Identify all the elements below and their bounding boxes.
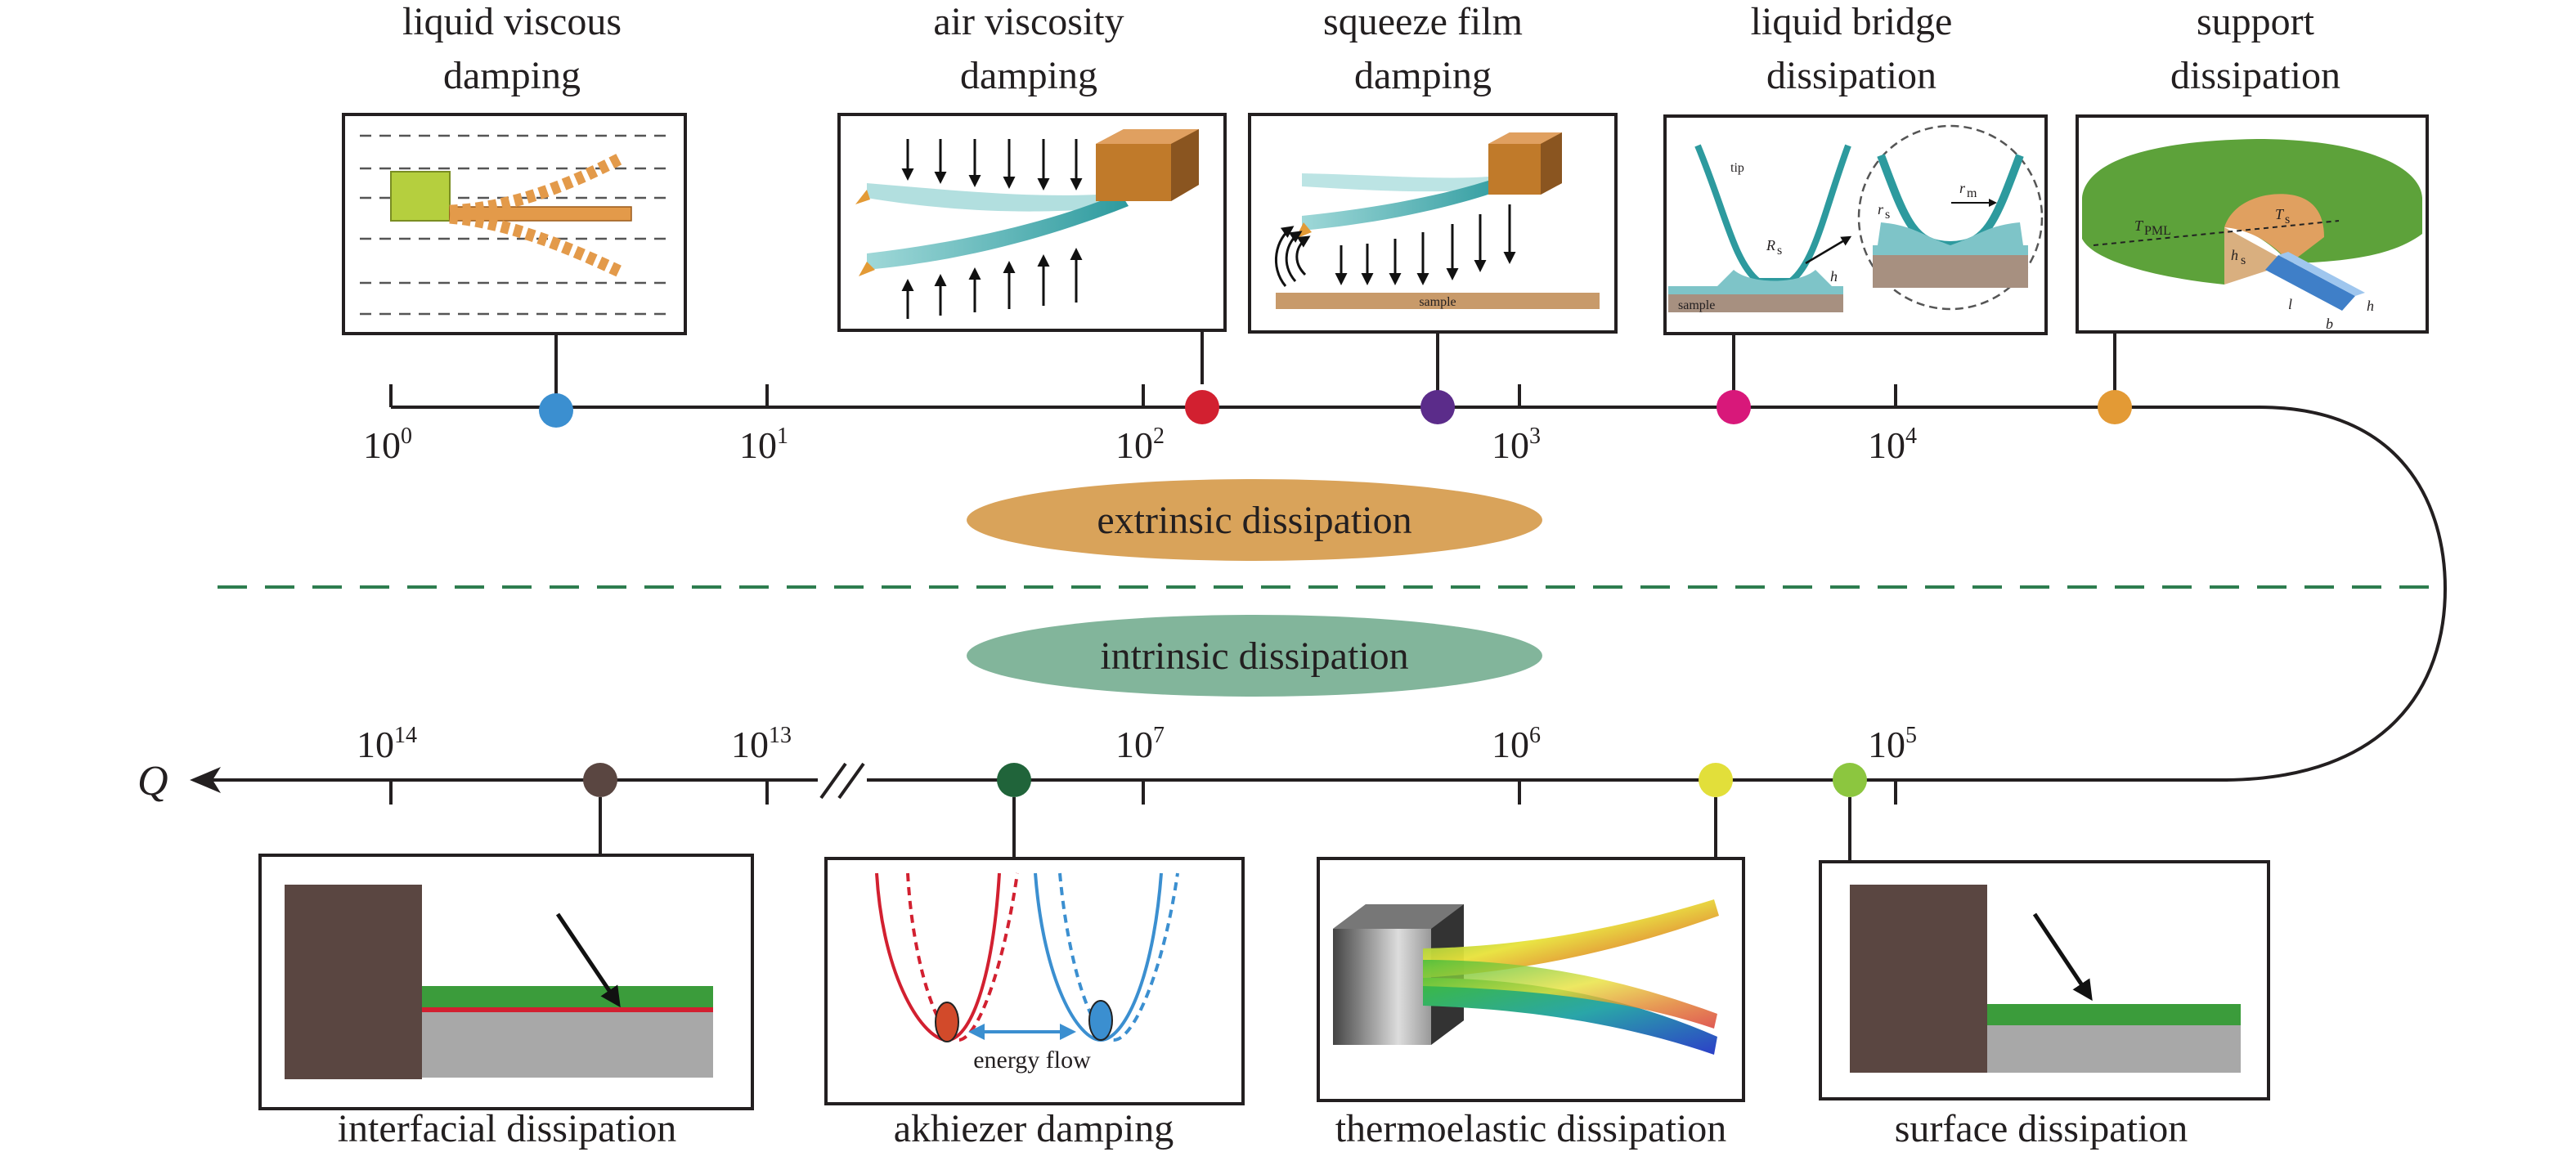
top-label-liquid-viscous: liquid viscous damping: [402, 0, 622, 97]
top-tick-labels: 100 101 102 103 104: [363, 424, 1917, 466]
svg-text:damping: damping: [443, 54, 581, 97]
inset-liquid-viscous: [342, 113, 687, 401]
top-label-squeeze-film: squeeze film damping: [1323, 0, 1523, 97]
inset-liquid-bridge: tip R s h sample r s r m: [1663, 114, 2048, 392]
marker-thermoelastic: [1699, 763, 1733, 797]
inset-surface: [1819, 797, 2270, 1100]
bottom-label-akhiezer: akhiezer damping: [894, 1107, 1174, 1150]
axis-break-mark: [819, 762, 847, 800]
axis-label-q: Q: [137, 758, 168, 805]
marker-air-viscosity: [1185, 390, 1219, 424]
marker-support: [2098, 390, 2132, 424]
svg-text:l: l: [2288, 296, 2292, 312]
tick-label: 104: [1868, 424, 1917, 466]
svg-text:air viscosity: air viscosity: [933, 0, 1124, 43]
top-axis: [389, 384, 2448, 782]
svg-text:damping: damping: [960, 54, 1097, 97]
tick-label: 1014: [357, 723, 417, 765]
svg-text:r: r: [1878, 201, 1884, 217]
svg-text:T: T: [2275, 206, 2285, 222]
svg-text:s: s: [1885, 208, 1890, 222]
svg-text:h: h: [1830, 268, 1838, 285]
bottom-label-interfacial: interfacial dissipation: [338, 1107, 677, 1150]
svg-text:sample: sample: [1678, 298, 1715, 312]
svg-text:extrinsic dissipation: extrinsic dissipation: [1097, 499, 1411, 542]
bottom-tick-labels: 1014 1013 107 106 105: [357, 723, 1917, 765]
top-label-support: support dissipation: [2170, 0, 2340, 97]
tick-label: 103: [1492, 424, 1541, 466]
top-label-liquid-bridge: liquid bridge dissipation: [1751, 0, 1953, 97]
energy-flow-label: energy flow: [973, 1047, 1091, 1074]
svg-text:m: m: [1967, 186, 1977, 200]
svg-text:s: s: [2241, 253, 2246, 267]
svg-text:dissipation: dissipation: [2170, 54, 2340, 97]
svg-text:dissipation: dissipation: [1766, 54, 1936, 97]
extrinsic-pill: extrinsic dissipation: [967, 479, 1542, 561]
svg-text:support: support: [2197, 0, 2315, 43]
inset-thermoelastic: [1317, 797, 1745, 1102]
top-label-air-viscosity: air viscosity damping: [933, 0, 1124, 97]
marker-interfacial: [583, 763, 617, 797]
bottom-axis: [190, 762, 2228, 805]
svg-text:PML: PML: [2144, 224, 2171, 238]
svg-text:s: s: [1777, 244, 1782, 258]
inset-support: T PML T s h s l b h: [2076, 114, 2429, 392]
bottom-label-surface: surface dissipation: [1895, 1107, 2188, 1150]
tick-label: 106: [1492, 723, 1541, 765]
svg-text:h: h: [2367, 298, 2374, 314]
svg-text:h: h: [2231, 247, 2238, 263]
svg-text:damping: damping: [1354, 54, 1492, 97]
svg-text:sample: sample: [1419, 295, 1456, 309]
inset-akhiezer: energy flow: [824, 797, 1245, 1105]
bottom-label-thermoelastic: thermoelastic dissipation: [1335, 1107, 1727, 1150]
svg-text:r: r: [1959, 180, 1966, 196]
marker-akhiezer: [997, 763, 1031, 797]
svg-text:b: b: [2326, 316, 2333, 332]
marker-liquid-viscous: [539, 393, 573, 428]
inset-interfacial: [258, 797, 754, 1110]
tick-label: 102: [1115, 424, 1165, 466]
tick-label: 107: [1115, 723, 1165, 765]
intrinsic-pill: intrinsic dissipation: [967, 615, 1542, 697]
svg-text:liquid viscous: liquid viscous: [402, 0, 622, 43]
svg-text:R: R: [1766, 237, 1775, 253]
inset-squeeze-film: sample: [1248, 113, 1618, 392]
svg-text:squeeze film: squeeze film: [1323, 0, 1523, 43]
svg-text:intrinsic dissipation: intrinsic dissipation: [1100, 634, 1408, 678]
inset-air-viscosity: [837, 113, 1227, 384]
marker-surface: [1833, 763, 1867, 797]
marker-squeeze-film: [1420, 390, 1455, 424]
svg-text:T: T: [2134, 217, 2144, 234]
tick-label: 101: [739, 424, 788, 466]
svg-text:liquid bridge: liquid bridge: [1751, 0, 1953, 43]
marker-liquid-bridge: [1717, 390, 1751, 424]
tick-label: 105: [1868, 723, 1917, 765]
tick-label: 100: [363, 424, 412, 466]
svg-text:s: s: [2285, 213, 2290, 226]
svg-text:tip: tip: [1730, 161, 1744, 175]
tick-label: 1013: [731, 723, 792, 765]
